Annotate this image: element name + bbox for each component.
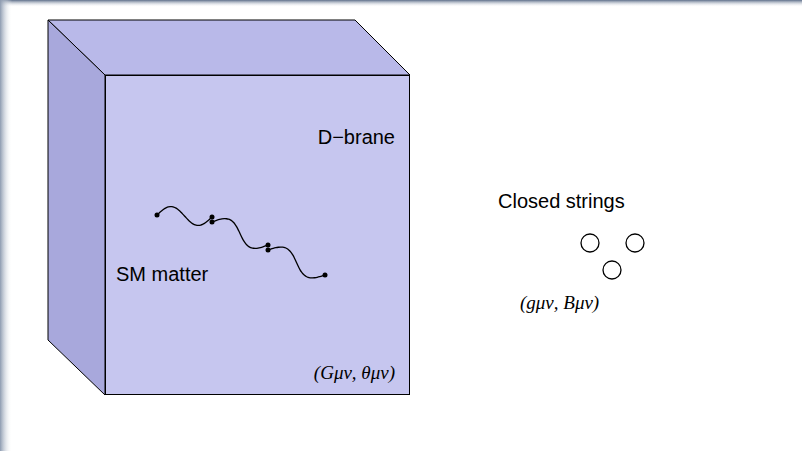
string-endpoint [155,213,160,218]
open-string [157,207,212,226]
closed-strings-label: Closed strings [498,190,625,213]
cube-top-face [48,20,410,75]
closed-string [626,234,644,252]
string-endpoint [210,220,215,225]
closed-string [603,261,621,279]
string-endpoint [210,215,215,220]
closed-string [581,234,599,252]
closed-string-loops [581,234,644,279]
top-bar [0,0,802,7]
open-string [268,247,325,278]
brane-title: D−brane [318,126,395,149]
open-strings [105,75,410,395]
string-endpoint [266,243,271,248]
left-bar [0,0,12,451]
string-endpoint [323,273,328,278]
brane-fields: (Gμν, θμν) [314,362,395,384]
bulk-fields: (gμν, Bμν) [520,292,599,314]
open-string [212,219,268,249]
cube-side-face [48,20,105,395]
matter-label: SM matter [116,263,208,286]
d-brane-box: D−brane SM matter (Gμν, θμν) [105,75,410,395]
string-endpoint [266,248,271,253]
